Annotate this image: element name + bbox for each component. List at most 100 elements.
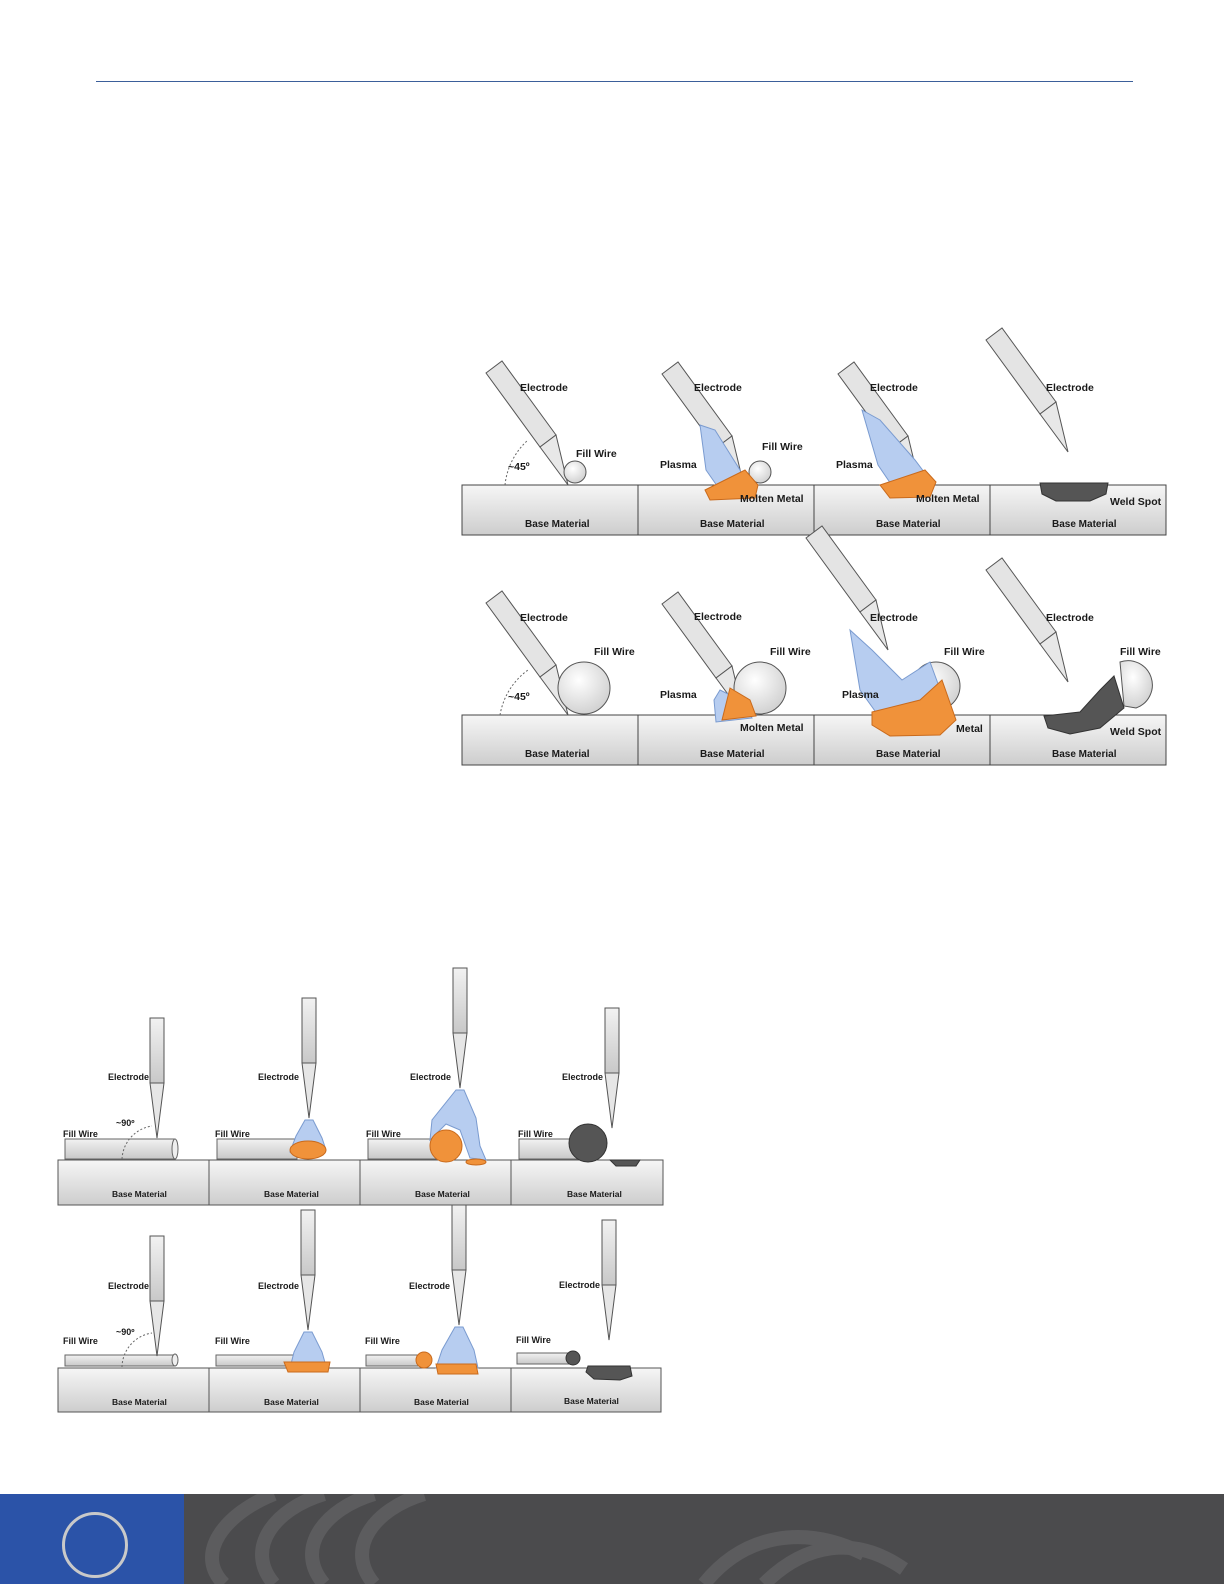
plasma-label: Plasma xyxy=(660,689,697,701)
fill-wire-shape xyxy=(216,1138,298,1160)
fill-wire-label: Fill Wire xyxy=(365,1336,400,1346)
base-material-label: Base Material xyxy=(700,749,765,760)
angle-label: ~45º xyxy=(508,461,530,473)
plasma-shape xyxy=(435,1326,479,1369)
electrode-label: Electrode xyxy=(559,1280,600,1290)
electrode-label: Electrode xyxy=(410,1072,451,1082)
electrode-shape xyxy=(805,525,889,651)
electrode-shape xyxy=(149,1017,165,1139)
plasma-label: Plasma xyxy=(842,689,879,701)
fill-wire-label: Fill Wire xyxy=(215,1129,250,1139)
electrode-shape xyxy=(601,1219,617,1341)
base-material-strip xyxy=(461,714,1167,766)
plasma-label: Plasma xyxy=(836,459,873,471)
electrode-label: Electrode xyxy=(694,611,742,623)
fill-wire-shape xyxy=(748,460,772,484)
fill-wire-label: Fill Wire xyxy=(944,646,985,658)
weld-spot-shape xyxy=(1043,675,1125,735)
electrode-label: Electrode xyxy=(1046,382,1094,394)
fill-wire-label: Fill Wire xyxy=(518,1129,553,1139)
molten-metal-shape xyxy=(283,1361,331,1373)
molten-metal-label: Molten Metal xyxy=(916,493,980,505)
base-material-label: Base Material xyxy=(264,1189,319,1199)
weld-spot-label: Weld Spot xyxy=(1110,726,1162,738)
weld-spot-shape xyxy=(568,1123,608,1163)
fill-wire-label: Fill Wire xyxy=(762,441,803,453)
molten-metal-shape xyxy=(429,1129,463,1163)
footer-accent-block xyxy=(0,1494,184,1584)
fill-wire-label: Fill Wire xyxy=(576,448,617,460)
sequence-45-small-wire: Electrode Fill Wire ~45º Base Material E… xyxy=(461,327,1167,536)
plasma-shape xyxy=(429,1089,487,1161)
base-material-label: Base Material xyxy=(112,1397,167,1407)
angle-label: ~90º xyxy=(116,1118,135,1128)
electrode-label: Electrode xyxy=(870,382,918,394)
base-material-label: Base Material xyxy=(567,1189,622,1199)
molten-metal-shape xyxy=(871,679,957,737)
molten-metal-shape xyxy=(879,469,937,499)
base-material-label: Base Material xyxy=(564,1396,619,1406)
electrode-label: Electrode xyxy=(1046,612,1094,624)
fill-wire-label: Fill Wire xyxy=(770,646,811,658)
base-material-label: Base Material xyxy=(876,519,941,530)
electrode-label: Electrode xyxy=(562,1072,603,1082)
sequence-90-large-wire: Electrode Fill Wire ~90º Base Material E… xyxy=(57,967,664,1206)
electrode-shape xyxy=(604,1007,620,1129)
fill-wire-shape xyxy=(367,1138,439,1160)
base-material-label: Base Material xyxy=(415,1189,470,1199)
electrode-shape xyxy=(452,967,468,1089)
electrode-label: Electrode xyxy=(520,382,568,394)
weld-spot-shape xyxy=(1039,482,1109,502)
base-material-strip xyxy=(57,1159,664,1206)
base-material-label: Base Material xyxy=(414,1397,469,1407)
fill-wire-label: Fill Wire xyxy=(63,1336,98,1346)
fill-wire-shape xyxy=(1119,660,1153,709)
molten-metal-shape xyxy=(721,687,757,721)
electrode-label: Electrode xyxy=(870,612,918,624)
electrode-label: Electrode xyxy=(258,1281,299,1291)
electrode-shape xyxy=(149,1235,165,1357)
base-material-label: Base Material xyxy=(876,749,941,760)
fill-wire-shape xyxy=(64,1354,176,1367)
page-footer xyxy=(0,1494,1224,1584)
molten-metal-label: Molten Metal xyxy=(740,722,804,734)
fill-wire-label: Fill Wire xyxy=(215,1336,250,1346)
sequence-45-large-wire: Electrode Fill Wire ~45º Base Material E… xyxy=(461,525,1167,766)
fill-wire-shape xyxy=(215,1354,297,1367)
molten-metal-label: Molten Metal xyxy=(740,493,804,505)
electrode-shape xyxy=(301,997,317,1119)
angle-label: ~90º xyxy=(116,1327,135,1337)
electrode-label: Electrode xyxy=(108,1281,149,1291)
fill-wire-label: Fill Wire xyxy=(366,1129,401,1139)
weld-spot-label: Weld Spot xyxy=(1110,496,1162,508)
weld-spot-shape xyxy=(585,1365,633,1381)
fill-wire-label: Fill Wire xyxy=(1120,646,1161,658)
electrode-shape xyxy=(300,1209,316,1331)
fill-wire-shape xyxy=(563,460,587,484)
electrode-label: Electrode xyxy=(258,1072,299,1082)
angle-label: ~45º xyxy=(508,691,530,703)
electrode-label: Electrode xyxy=(409,1281,450,1291)
fill-wire-label: Fill Wire xyxy=(516,1335,551,1345)
base-material-label: Base Material xyxy=(525,749,590,760)
electrode-shape xyxy=(451,1204,467,1326)
sequence-90-small-wire: Electrode Fill Wire ~90º Base Material E… xyxy=(57,1204,662,1413)
molten-metal-shape xyxy=(289,1140,327,1160)
molten-metal-shape xyxy=(704,469,759,501)
molten-metal-shape xyxy=(435,1363,479,1375)
base-material-label: Base Material xyxy=(525,519,590,530)
base-material-label: Base Material xyxy=(1052,519,1117,530)
fill-wire-shape xyxy=(64,1138,176,1160)
electrode-label: Electrode xyxy=(694,382,742,394)
fill-wire-shape xyxy=(557,661,611,715)
fill-wire-shape xyxy=(516,1352,574,1365)
molten-metal-label-partial: Metal xyxy=(956,723,983,735)
plasma-label: Plasma xyxy=(660,459,697,471)
electrode-label: Electrode xyxy=(520,612,568,624)
footer-decoration xyxy=(205,1494,909,1584)
fill-wire-label: Fill Wire xyxy=(594,646,635,658)
electrode-label: Electrode xyxy=(108,1072,149,1082)
base-material-label: Base Material xyxy=(264,1397,319,1407)
header-rule xyxy=(96,81,1133,82)
